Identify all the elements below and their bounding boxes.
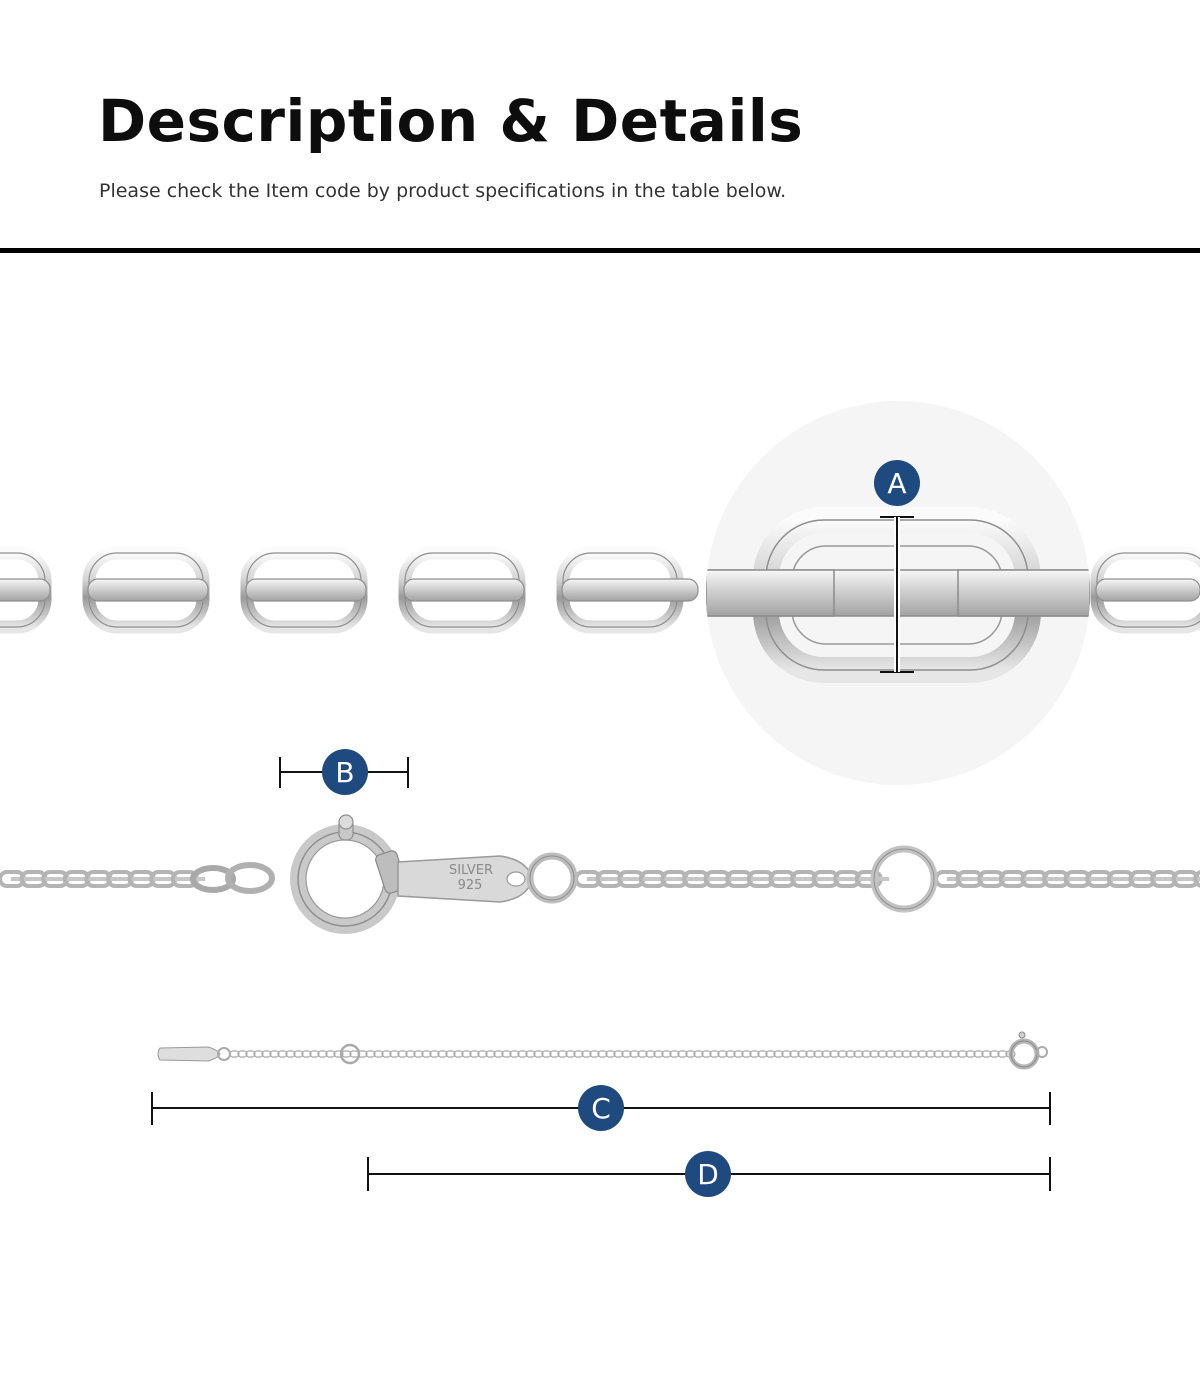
marker-b-label: B <box>335 756 354 789</box>
chain-bar <box>1095 578 1200 602</box>
page-subtitle: Please check the Item code by product sp… <box>99 180 787 202</box>
chain-bar <box>245 578 367 602</box>
zoom-circle <box>706 401 1090 785</box>
chain-large <box>0 546 1200 634</box>
chain-bar <box>87 578 209 602</box>
chain-segment-left <box>0 870 206 888</box>
stamp-silver: SILVER <box>449 863 493 878</box>
dimension-b: B <box>279 749 409 795</box>
chain-bar <box>403 578 525 602</box>
chain-link <box>1193 870 1200 888</box>
chain-clasp-detail: SILVER 925 <box>0 814 1200 934</box>
marker-d-label: D <box>697 1158 719 1191</box>
chain-bar <box>561 578 699 602</box>
marker-a-label: A <box>887 467 906 500</box>
marker-c-label: C <box>591 1092 611 1125</box>
stamp-925: 925 <box>458 878 483 893</box>
dimension-c: C <box>151 1085 1051 1131</box>
necklace-full <box>157 1031 1048 1070</box>
chain-bar <box>0 578 51 602</box>
header-divider <box>0 248 1200 253</box>
dimension-d: D <box>367 1151 1051 1197</box>
marker-a: A <box>874 460 920 506</box>
page-title: Description & Details <box>98 87 804 155</box>
chain-segment-right <box>574 870 1200 888</box>
